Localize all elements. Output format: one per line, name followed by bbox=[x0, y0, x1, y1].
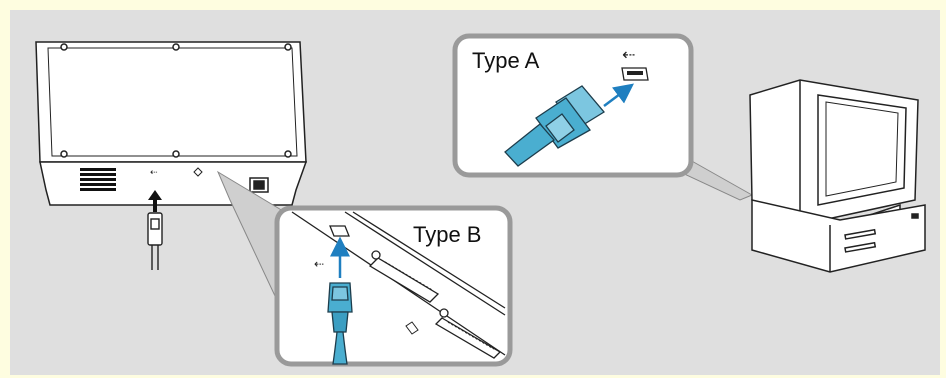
type-b-label: Type B bbox=[413, 222, 481, 247]
scanner-cable bbox=[147, 212, 163, 270]
usb-type-a-plug bbox=[504, 85, 605, 167]
type-a-label: Type A bbox=[472, 48, 540, 73]
diagram-panel: ⇠ ⇠ bbox=[10, 10, 940, 375]
callout-type-b: ⇠ Type B bbox=[216, 170, 513, 367]
vent-grille bbox=[80, 168, 116, 191]
usb-connection-diagram: ⇠ ⇠ bbox=[35, 33, 926, 367]
computer bbox=[749, 79, 926, 273]
callout-type-a: Type A ⇠ bbox=[452, 33, 754, 201]
diamond-icon bbox=[193, 167, 203, 177]
arrow-up-icon bbox=[148, 190, 162, 212]
usb-icon: ⇠ bbox=[150, 167, 158, 177]
usb-type-b-plug bbox=[327, 282, 353, 365]
arrow-right-icon bbox=[603, 83, 634, 107]
scanner-device: ⇠ bbox=[35, 41, 308, 206]
usb-icon: ⇠ bbox=[314, 257, 324, 271]
diamond-icon bbox=[405, 321, 419, 335]
usb-icon: ⇠ bbox=[622, 47, 635, 64]
